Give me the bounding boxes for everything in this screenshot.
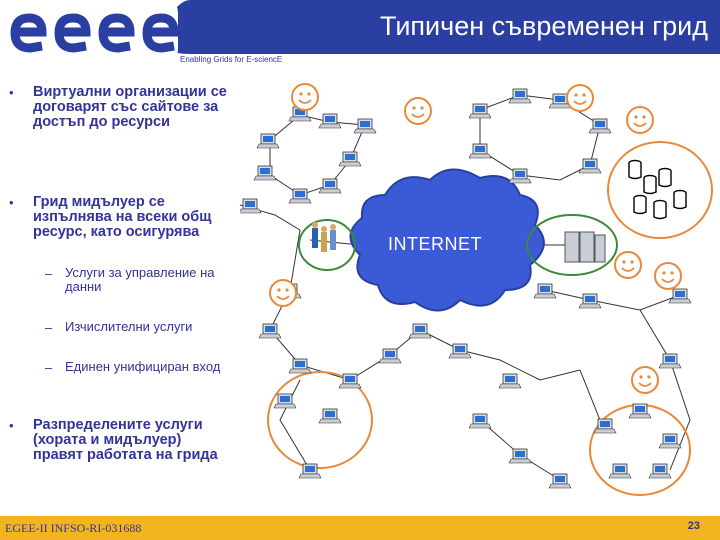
dash-marker: – [45, 360, 53, 375]
storage-cluster-ellipse [607, 141, 713, 239]
bullet-marker: • [9, 195, 14, 210]
people-group-ellipse [298, 219, 356, 271]
people-icon [312, 222, 336, 252]
internet-cloud [349, 168, 545, 312]
sub-bullet-2: Изчислителни услуги [65, 319, 193, 334]
page-number: 23 [687, 520, 700, 532]
bullet-marker: • [9, 85, 14, 100]
header: Типичен съвременен грид Enabling Grids f… [0, 0, 720, 66]
egee-logo [0, 0, 179, 62]
bullet-3: Разпределените услуги (хората и мидълуер… [33, 417, 218, 463]
footer-project-id: EGEE-II INFSO-RI-031688 [5, 521, 142, 535]
grid-diagram [240, 83, 713, 496]
dash-marker: – [45, 266, 53, 281]
internet-label: INTERNET [388, 234, 482, 254]
server-ellipse [526, 214, 618, 276]
footer: EGEE-II INFSO-RI-031688 23 [0, 516, 720, 540]
server-icon [564, 231, 606, 263]
page-title: Типичен съвременен грид [380, 11, 708, 41]
sub-bullet-1: Услуги за управление на данни [65, 265, 215, 294]
storage-icon [628, 159, 687, 220]
sub-bullet-3: Единен унифициран вход [65, 359, 221, 374]
cluster-ellipse-bottom-right [589, 404, 691, 496]
tagline: Enabling Grids for E-sciencE [180, 55, 283, 64]
dash-marker: – [45, 320, 53, 335]
cluster-ellipse-bottom-left [267, 371, 373, 469]
bullet-2: Грид мидълуер се изпълнява на всеки общ … [33, 194, 212, 240]
title-band [160, 0, 720, 54]
bullet-1: Виртуални организации се договарят със с… [33, 84, 227, 130]
bullet-marker: • [9, 418, 14, 433]
